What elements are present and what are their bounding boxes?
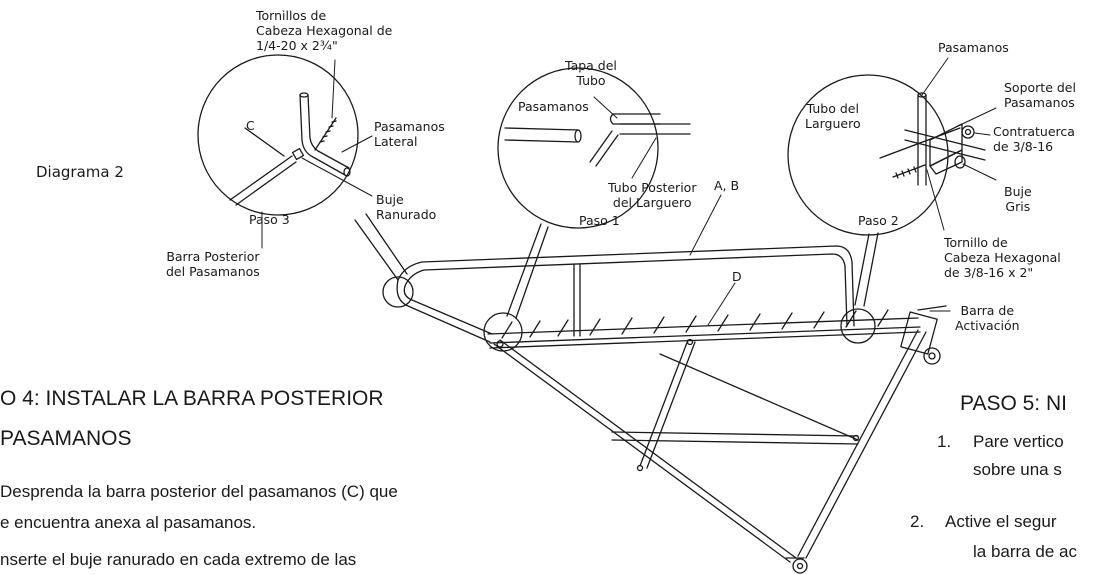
part-leaders [690,195,950,325]
step4-item1-line1: Desprenda la barra posterior del pasaman… [0,482,398,501]
detail-step1-leaders [594,97,656,178]
detail-step2-leaders [922,58,996,230]
step4-heading-line2: PASAMANOS [0,427,132,450]
step5-item2-line1: Active el segur [945,512,1057,531]
step4-item1-line2: e encuentra anexa al pasamanos. [0,513,257,532]
label-locknut: Contratuerca de 3/8-16 [993,124,1075,154]
step5-heading: PASO 5: NI [960,392,1067,415]
detail-circle-step1 [498,68,690,228]
detail-circle-step2 [788,75,985,235]
rolling-ladder [397,246,946,573]
label-handrail-support: Soporte del Pasamanos [1004,80,1076,110]
step4-item2-line1: nserte el buje ranurado en cada extremo … [0,550,357,569]
part-label-d: D [732,269,742,284]
detail-connector-lines [355,214,878,318]
detail-step3-leaders [262,60,372,248]
label-tube-cap: Tapa del Tubo [565,58,617,88]
callout-circles [383,277,875,351]
label-handrail-step1: Pasamanos [518,99,589,114]
step5-item2-num: 2. [910,512,925,531]
step5-item1-line2: sobre una s [973,460,1062,479]
label-c: C [246,118,255,133]
detail-title-step1: Paso 1 [579,213,620,228]
label-hex-bolt: Tornillo de Cabeza Hexagonal de 3/8-16 x… [944,235,1061,280]
detail-circle-step3 [198,55,358,215]
step4-heading-line1: O 4: INSTALAR LA BARRA POSTERIOR [0,387,384,410]
diagram-label: Diagrama 2 [36,163,124,181]
label-slotted-bushing: Buje Ranurado [376,192,437,222]
detail-title-step3: Paso 3 [249,212,290,227]
label-rear-handrail-bar: Barra Posterior del Pasamanos [166,249,260,279]
label-grey-bushing: Buje Gris [1004,184,1032,214]
detail-title-step2: Paso 2 [858,213,899,228]
part-label-ab: A, B [714,178,740,193]
label-activation-bar: Barra de Activación [955,303,1020,333]
label-hex-screws: Tornillos de Cabeza Hexagonal de 1/4-20 … [256,8,393,53]
step5-item1-line1: Pare vertico [973,432,1064,451]
step5-item1-num: 1. [937,432,952,451]
label-side-handrail: Pasamanos Lateral [374,119,445,149]
label-rear-stringer-tube: Tubo Posterior del Larguero [608,180,697,210]
label-stringer-tube: Tubo del Larguero [805,101,861,131]
label-handrail-step2: Pasamanos [938,40,1009,55]
step5-item2-line2: la barra de ac [973,542,1077,561]
